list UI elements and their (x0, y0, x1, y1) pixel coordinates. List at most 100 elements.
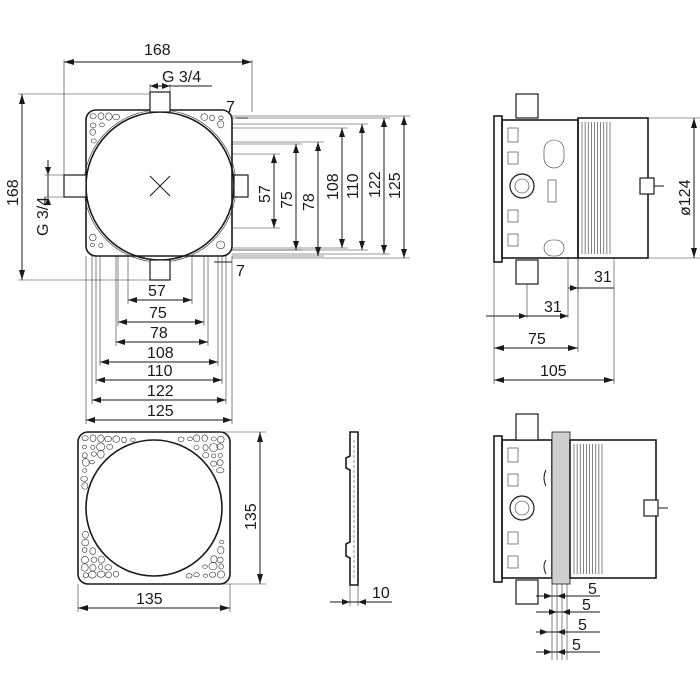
dim-31-right: 31 (568, 258, 614, 292)
vdim-label: 78 (301, 193, 318, 211)
side-plate (493, 115, 503, 263)
vdim-label: 108 (325, 173, 342, 200)
plate-view-holes (80, 434, 225, 579)
dim5-label: 5 (578, 617, 587, 634)
dim-75-label: 75 (528, 331, 546, 348)
plate-hole (113, 570, 120, 578)
plate-hole (82, 572, 89, 578)
hdim-label: 57 (148, 283, 166, 300)
plate-hole (81, 563, 89, 572)
plate-hole (96, 570, 106, 578)
dim5-arrow (562, 609, 570, 615)
plate-hole (98, 555, 105, 564)
dim-135-height: 135 (214, 431, 266, 585)
vdim-arrow (271, 154, 277, 163)
hdim-arrow (86, 417, 95, 423)
vdim-arrow (293, 241, 299, 250)
dim-168-width: 168 (63, 42, 253, 175)
hdim-arrow (199, 339, 208, 345)
dim5-arrow (549, 609, 557, 615)
plate-holes (89, 112, 226, 250)
plate-hole (96, 442, 106, 452)
dim-135-width-label: 135 (136, 591, 163, 608)
hdim-label: 108 (147, 345, 174, 362)
dim-thread-left-label: G 3/4 (35, 197, 52, 236)
plate-hole (216, 467, 225, 474)
side-top-nozzle (515, 93, 539, 119)
plate-hole (209, 571, 217, 578)
side-slot-top (543, 139, 565, 169)
section-outlet (509, 495, 535, 521)
hdim-arrow (183, 297, 192, 303)
vdim-label: 75 (279, 191, 296, 209)
plate-hole (82, 468, 88, 473)
dim-105-label: 105 (540, 363, 567, 380)
dim5-label: 5 (582, 597, 591, 614)
dim5-arrow (557, 649, 565, 655)
plate-hole (89, 233, 97, 242)
hdim-arrow (118, 319, 127, 325)
side-bottom-nozzle (515, 259, 539, 285)
vdim-arrow (381, 245, 387, 254)
dim-75: 75 (493, 258, 579, 384)
plate-hole (200, 113, 209, 121)
plate-hole (193, 572, 200, 578)
hdim-label: 78 (150, 325, 168, 342)
dim5-label: 5 (572, 637, 581, 654)
plate-hole (81, 547, 88, 553)
side-outlet (509, 173, 535, 199)
dim5-arrow (544, 649, 552, 655)
dim-31-left: 31 (486, 258, 569, 319)
plate-hole (91, 451, 97, 457)
plate-hole (209, 114, 215, 122)
dim-thread-top-label: G 3/4 (162, 69, 201, 86)
plate-hole (208, 562, 218, 571)
center-cross-b (149, 175, 171, 197)
dim-diameter-label: ø124 (677, 179, 694, 216)
vdim-arrow (401, 116, 407, 125)
hdim-label: 75 (149, 305, 167, 322)
dim-10-label: 10 (372, 585, 390, 602)
right-port (233, 174, 249, 198)
plate-hole (218, 563, 225, 570)
hdim-arrow (116, 339, 125, 345)
bottom-port (149, 259, 171, 281)
plate-hole (210, 555, 218, 564)
vdim-arrow (359, 241, 365, 250)
plate-hole (106, 443, 113, 450)
hdim-arrow (100, 359, 109, 365)
plate-hole (216, 556, 224, 564)
plate-hole (217, 120, 225, 129)
side-sleeve-ribs (581, 122, 611, 254)
vdim-arrow (315, 142, 321, 151)
vdim-arrow (315, 247, 321, 256)
dim-168-width-label: 168 (144, 42, 171, 59)
plate-hole (112, 113, 120, 121)
plate-hole (202, 444, 209, 452)
hdim-arrow (96, 377, 105, 383)
dim-135-width: 135 (77, 584, 231, 612)
vdim-arrow (271, 219, 277, 228)
plate-hole (217, 570, 225, 579)
plate-hole (97, 434, 105, 443)
dim-135-height-label: 135 (243, 503, 260, 530)
section-plate (493, 435, 503, 583)
dim-7-right-label: 7 (236, 263, 245, 280)
dim-168-height: 168 (5, 93, 150, 281)
plate-hole (97, 112, 105, 120)
plate-hole (97, 449, 105, 459)
plate-view: 135 135 (77, 431, 266, 612)
gasket-view: 10 (330, 431, 392, 606)
hdim-arrow (213, 377, 222, 383)
plate-hole (209, 443, 219, 452)
dim5-label: 5 (588, 581, 597, 598)
plate-hole (81, 458, 90, 467)
plate-hole (90, 444, 96, 450)
plate-hole (187, 436, 193, 442)
plate-hole (193, 445, 200, 450)
plate-hole (89, 434, 97, 442)
dim-168-height-label: 168 (5, 179, 22, 206)
